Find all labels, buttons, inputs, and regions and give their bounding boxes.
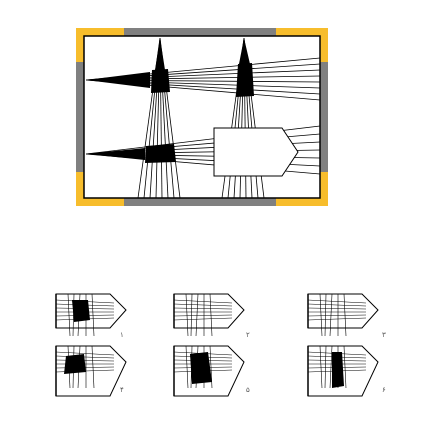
intersection-block-1 <box>151 69 170 93</box>
frame-side-right <box>320 62 328 172</box>
option-6-label: ۶ <box>382 386 386 394</box>
option-1-label: ۱ <box>120 331 124 339</box>
missing-piece-slot <box>214 128 298 176</box>
frame-side-top <box>124 28 276 36</box>
option-1[interactable] <box>56 294 126 336</box>
option-5-label: ۵ <box>246 386 250 394</box>
frame-side-left <box>76 62 84 172</box>
puzzle-inner-border <box>84 36 320 198</box>
option-4-label: ۴ <box>120 386 124 394</box>
option-3-label: ۳ <box>382 331 386 339</box>
main-puzzle <box>76 28 328 206</box>
intersection-block-2 <box>236 63 254 97</box>
option-2[interactable] <box>174 294 244 336</box>
option-6[interactable] <box>308 346 378 396</box>
option-4[interactable] <box>56 346 126 396</box>
option-3[interactable] <box>308 294 378 336</box>
intersection-block-3 <box>145 144 176 163</box>
frame-side-bottom <box>124 198 276 206</box>
option-5[interactable] <box>174 346 244 396</box>
option-2-label: ۲ <box>246 331 250 339</box>
